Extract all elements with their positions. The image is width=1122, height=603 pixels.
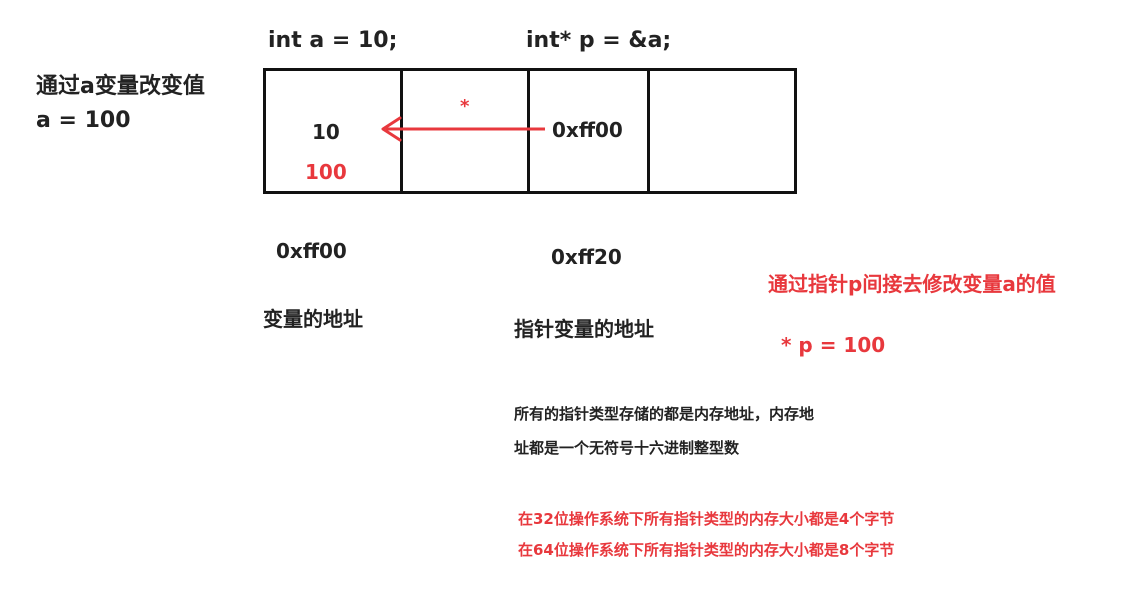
pointer-size-32bit: 在32位操作系统下所有指针类型的内存大小都是4个字节 [518, 510, 895, 528]
pointer-note-line-2: 址都是一个无符号十六进制整型数 [514, 439, 740, 457]
left-note-assignment: a = 100 [36, 108, 131, 133]
variable-address: 0xff00 [276, 239, 347, 263]
cell-divider [527, 71, 530, 191]
pointer-note-line-1: 所有的指针类型存储的都是内存地址，内存地 [514, 405, 815, 423]
pointer-address-label: 指针变量的地址 [514, 317, 654, 341]
dereference-mark: * [460, 96, 470, 117]
variable-address-label: 变量的地址 [263, 307, 363, 331]
left-note-title: 通过a变量改变值 [36, 74, 205, 99]
memory-cells [263, 68, 797, 194]
variable-declaration: int a = 10; [268, 28, 398, 53]
pointer-cell-value: 0xff00 [552, 118, 623, 142]
pointer-address: 0xff20 [551, 245, 622, 269]
cell-new-value: 100 [305, 160, 347, 184]
pointer-size-64bit: 在64位操作系统下所有指针类型的内存大小都是8个字节 [518, 541, 895, 559]
indirect-modify-code: * p = 100 [781, 333, 886, 357]
pointer-declaration: int* p = &a; [526, 28, 672, 53]
cell-divider [400, 71, 403, 191]
cell-divider [647, 71, 650, 191]
cell-old-value: 10 [312, 120, 340, 144]
indirect-modify-title: 通过指针p间接去修改变量a的值 [768, 272, 1056, 296]
